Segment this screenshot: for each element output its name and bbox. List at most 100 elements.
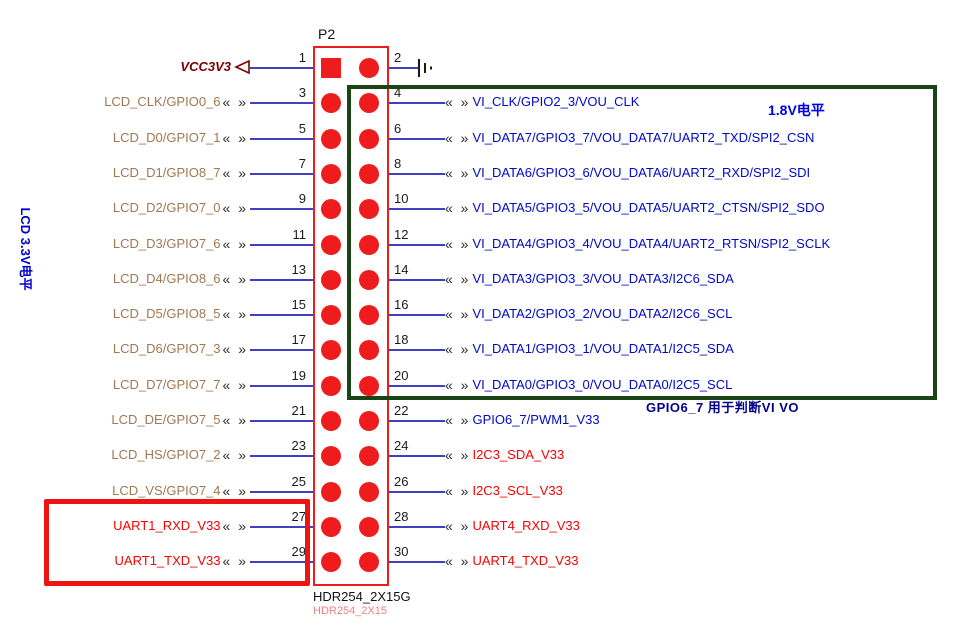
net-group-right: « »UART4_RXD_V33 — [443, 518, 580, 534]
pin-number-9: 9 — [298, 191, 306, 206]
pin-pad-8 — [359, 164, 379, 184]
net-group-left: LCD_D6/GPIO7_3« » — [0, 341, 250, 357]
net-label: GPIO6_7/PWM1_V33 — [472, 412, 600, 427]
pin-pad-23 — [321, 446, 341, 466]
wire-left — [250, 491, 313, 493]
pin-number-22: 22 — [394, 403, 409, 418]
pin-pad-2 — [359, 58, 379, 78]
wire-left — [250, 561, 313, 563]
net-label: VI_DATA2/GPIO3_2/VOU_DATA2/I2C6_SCL — [472, 306, 733, 321]
pin-number-17: 17 — [291, 332, 306, 347]
pin-pad-14 — [359, 270, 379, 290]
pin-number-18: 18 — [394, 332, 409, 347]
net-group-right: « »GPIO6_7/PWM1_V33 — [443, 412, 600, 428]
double-chevron-port-icon: « » — [445, 518, 471, 534]
pin-pad-27 — [321, 517, 341, 537]
pin-number-27: 27 — [291, 509, 306, 524]
highlight-box-1v8-region — [347, 85, 937, 400]
pin-pad-5 — [321, 129, 341, 149]
net-label: LCD_D2/GPIO7_0 — [112, 200, 221, 215]
double-chevron-port-icon: « » — [222, 412, 248, 428]
net-label: VI_DATA4/GPIO3_4/VOU_DATA4/UART2_RTSN/SP… — [472, 236, 831, 251]
net-group-right: « »I2C3_SCL_V33 — [443, 483, 563, 499]
pin-number-8: 8 — [394, 156, 402, 171]
pin-pad-17 — [321, 340, 341, 360]
double-chevron-port-icon: « » — [445, 412, 471, 428]
pin-pad-21 — [321, 411, 341, 431]
double-chevron-port-icon: « » — [222, 447, 248, 463]
net-label: VI_CLK/GPIO2_3/VOU_CLK — [472, 94, 640, 109]
double-chevron-port-icon: « » — [445, 377, 471, 393]
wire-right — [389, 561, 445, 563]
double-chevron-port-icon: « » — [222, 518, 248, 534]
wire-left — [250, 173, 313, 175]
net-group-right: « »VI_DATA4/GPIO3_4/VOU_DATA4/UART2_RTSN… — [443, 236, 830, 252]
pin-pad-29 — [321, 552, 341, 572]
pin-number-19: 19 — [291, 368, 306, 383]
wire-right — [389, 244, 445, 246]
double-chevron-port-icon: « » — [445, 553, 471, 569]
highlight-box-uart1 — [44, 499, 310, 586]
pin-number-7: 7 — [298, 156, 306, 171]
wire-left — [250, 526, 313, 528]
connector-footprint: HDR254_2X15G — [313, 589, 411, 604]
pin-number-28: 28 — [394, 509, 409, 524]
double-chevron-port-icon: « » — [445, 341, 471, 357]
pin-pad-16 — [359, 305, 379, 325]
wire-right — [389, 314, 445, 316]
net-group-right: « »VI_DATA7/GPIO3_7/VOU_DATA7/UART2_TXD/… — [443, 130, 814, 146]
wire-left — [250, 102, 313, 104]
pin-number-20: 20 — [394, 368, 409, 383]
wire-left — [250, 455, 313, 457]
double-chevron-port-icon: « » — [445, 306, 471, 322]
wire-left — [250, 349, 313, 351]
pin-pad-6 — [359, 129, 379, 149]
net-label: I2C3_SDA_V33 — [472, 447, 565, 462]
pin-number-12: 12 — [394, 227, 409, 242]
wire-right — [389, 173, 445, 175]
earth-ground-icon — [417, 57, 435, 79]
net-group-left: LCD_D1/GPIO8_7« » — [0, 165, 250, 181]
double-chevron-port-icon: « » — [445, 165, 471, 181]
net-label: UART1_TXD_V33 — [114, 553, 221, 568]
pin-pad-25 — [321, 482, 341, 502]
net-label: LCD_D4/GPIO8_6 — [112, 271, 221, 286]
pin-pad-28 — [359, 517, 379, 537]
connector-designator: P2 — [318, 26, 336, 42]
pin-pad-19 — [321, 376, 341, 396]
pin-number-13: 13 — [291, 262, 306, 277]
pin-number-2: 2 — [394, 50, 402, 65]
wire-left — [250, 314, 313, 316]
net-label: LCD_HS/GPIO7_2 — [111, 447, 221, 462]
wire-left — [250, 420, 313, 422]
net-group-left: LCD_VS/GPIO7_4« » — [0, 483, 250, 499]
net-group-left: LCD_D2/GPIO7_0« » — [0, 200, 250, 216]
annotation-1v8-level: 1.8V电平 — [768, 102, 825, 118]
net-group-left: UART1_TXD_V33« » — [0, 553, 250, 569]
wire-left — [250, 279, 313, 281]
pin-pad-26 — [359, 482, 379, 502]
annotation-gpio6-7-note: GPIO6_7 用于判断VI VO — [646, 400, 799, 415]
wire-right — [389, 279, 445, 281]
pin-pad-12 — [359, 235, 379, 255]
net-label: LCD_CLK/GPIO0_6 — [104, 94, 221, 109]
wire-right — [389, 208, 445, 210]
net-group-right: « »VI_DATA0/GPIO3_0/VOU_DATA0/I2C5_SCL — [443, 377, 732, 393]
pin-number-26: 26 — [394, 474, 409, 489]
pin-number-10: 10 — [394, 191, 409, 206]
wire-right — [389, 455, 445, 457]
double-chevron-port-icon: « » — [222, 553, 248, 569]
wire-right — [389, 102, 445, 104]
net-label: VI_DATA3/GPIO3_3/VOU_DATA3/I2C6_SDA — [472, 271, 734, 286]
double-chevron-port-icon: « » — [222, 306, 248, 322]
net-group-right: « »VI_DATA1/GPIO3_1/VOU_DATA1/I2C5_SDA — [443, 341, 734, 357]
